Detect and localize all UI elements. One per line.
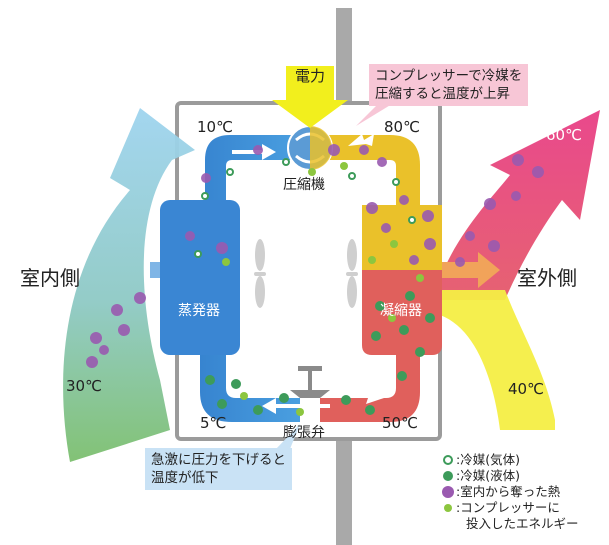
legend-energy: :コンプレッサーに (456, 500, 560, 515)
temp-cond-exit: 50℃ (382, 414, 418, 432)
legend-heat: :室内から奪った熱 (456, 484, 561, 499)
callout-pointer-pressure (276, 424, 300, 449)
temp-outdoor-out: 60℃ (546, 126, 582, 144)
heat-particles (86, 144, 544, 368)
flow-arrow-topright (348, 134, 374, 146)
callout-pressure-line2: 温度が低下 (151, 470, 219, 486)
callout-pressure-line1: 急激に圧力を下げると (151, 452, 286, 468)
temp-outdoor-in: 40℃ (508, 380, 544, 398)
outdoor-side-label: 室外側 (517, 266, 577, 290)
gas-particles (194, 158, 416, 258)
heat-out-arrow (440, 252, 500, 288)
legend-liquid-dot (443, 471, 453, 481)
expansion-valve-icon (290, 366, 330, 398)
legend-energy-dot (444, 504, 452, 512)
legend-energy-cont: 投入したエネルギー (466, 516, 579, 531)
fan-left-icon (254, 239, 266, 308)
indoor-airflow-arrow (63, 108, 195, 462)
callout-pressure: 急激に圧力を下げると 温度が低下 (145, 448, 292, 490)
temp-comp-exit: 80℃ (384, 118, 420, 136)
legend-gas: :冷媒(気体) (456, 452, 520, 467)
liquid-particles (205, 291, 435, 415)
flow-arrow-right (366, 380, 390, 404)
indoor-side-label: 室内側 (20, 266, 80, 290)
callout-compression-line2: 圧縮すると温度が上昇 (375, 86, 510, 102)
energy-particles (222, 162, 424, 416)
compressor-hot-half (310, 126, 332, 170)
outdoor-hot-arrow (440, 110, 600, 300)
legend-liquid: :冷媒(液体) (456, 468, 520, 483)
condenser-label: 凝縮器 (380, 303, 422, 319)
power-label: 電力 (294, 67, 325, 85)
hot-pipe-bottom (320, 270, 442, 422)
power-arrow (272, 66, 348, 128)
compressor-label: 圧縮機 (283, 177, 325, 193)
callout-compression-line1: コンプレッサーで冷媒を (375, 68, 523, 84)
legend-heat-dot (442, 486, 454, 498)
legend-gas-dot (443, 455, 453, 465)
temp-indoor-out: 20℃ (52, 126, 88, 144)
temp-indoor-in: 30℃ (66, 377, 102, 395)
flow-arrow-bottom (262, 398, 330, 414)
callout-compression: コンプレッサーで冷媒を 圧縮すると温度が上昇 (369, 64, 529, 106)
temp-evap-exit: 10℃ (197, 118, 233, 136)
evaporator-label: 蒸発器 (178, 303, 220, 319)
temp-valve-exit: 5℃ (200, 414, 227, 432)
callout-pointer-compress (356, 104, 392, 126)
hot-pipe-top (320, 135, 442, 270)
fan-right-icon (346, 239, 358, 308)
evaporator-box (160, 200, 240, 355)
expansion-valve-label: 膨張弁 (283, 425, 325, 441)
outdoor-warm-arrow (440, 290, 555, 430)
